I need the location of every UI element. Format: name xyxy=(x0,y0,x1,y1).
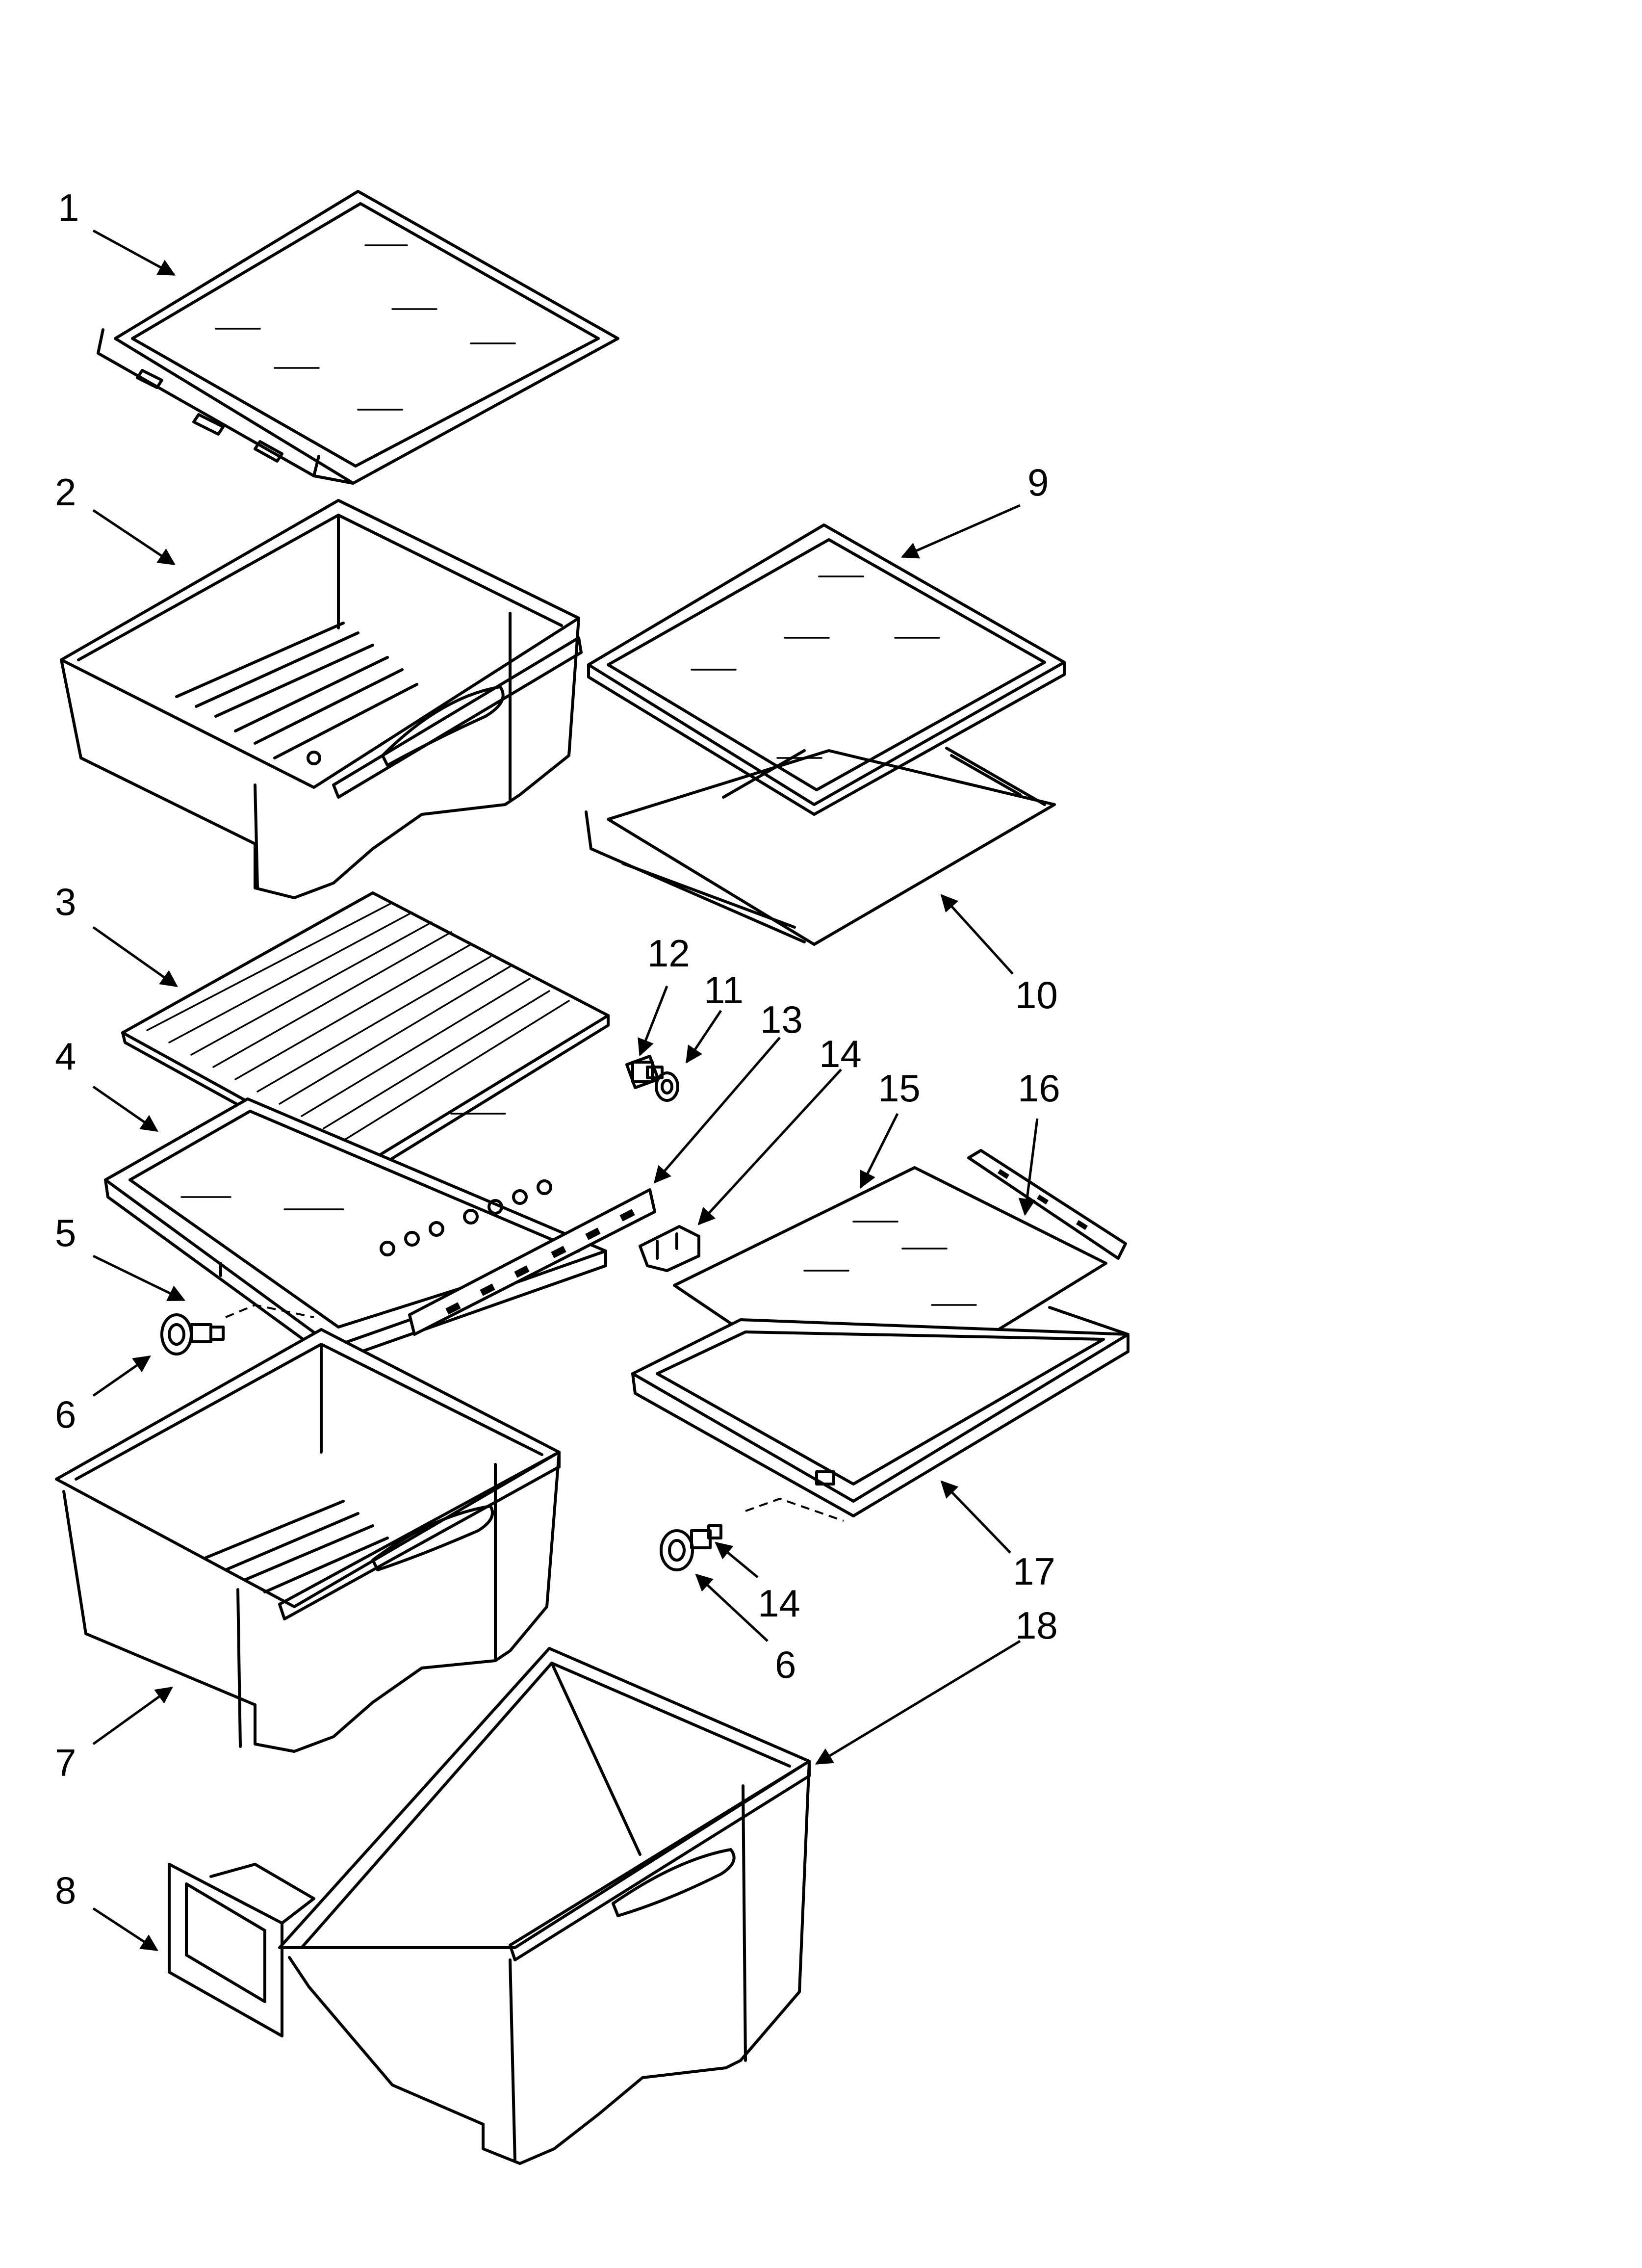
callout-13: 13 xyxy=(760,998,803,1041)
part-16-rear-rail xyxy=(967,1149,1127,1260)
part-13-front-rail xyxy=(408,1188,656,1336)
callout-5: 5 xyxy=(55,1211,76,1254)
callout-2: 2 xyxy=(55,470,76,514)
callout-7: 7 xyxy=(55,1741,76,1784)
part-7-crisper-drawer xyxy=(55,1328,561,1753)
callout-14: 14 xyxy=(819,1032,862,1075)
callout-1: 1 xyxy=(58,186,79,229)
part-5-6-roller xyxy=(160,1303,314,1356)
callout-11: 11 xyxy=(704,968,744,1012)
part-11-12-roller-screw xyxy=(625,1054,679,1102)
part-9-glass-shelf xyxy=(587,523,1066,816)
part-8-label-card xyxy=(168,1863,315,2037)
callout-16: 16 xyxy=(1018,1067,1060,1110)
callout-12: 12 xyxy=(647,932,690,975)
part-14-6-roller xyxy=(660,1524,722,1571)
callout-labels: 1 2 3 4 5 6 7 8 9 10 11 12 13 14 15 16 1… xyxy=(55,186,1060,1912)
callout-9: 9 xyxy=(1027,461,1049,504)
callout-6: 6 xyxy=(55,1393,76,1436)
leader-lines xyxy=(92,229,1039,1952)
part-10-shelf-frame xyxy=(585,747,1056,946)
callout-18: 18 xyxy=(1015,1604,1058,1647)
part-1-glass-shelf xyxy=(97,190,619,485)
callout-6b: 6 xyxy=(775,1643,796,1686)
callout-14b: 14 xyxy=(758,1582,800,1625)
callout-10: 10 xyxy=(1015,973,1058,1017)
part-2-crisper-drawer xyxy=(60,499,583,899)
part-18-deli-drawer xyxy=(278,1647,811,2165)
callout-4: 4 xyxy=(55,1035,76,1078)
part-14-clip xyxy=(639,1225,700,1272)
part-17-cover-frame xyxy=(631,1306,1129,1522)
callout-3: 3 xyxy=(55,880,76,923)
callout-15: 15 xyxy=(878,1067,921,1110)
callout-17: 17 xyxy=(1013,1550,1055,1593)
callout-8: 8 xyxy=(55,1869,76,1912)
